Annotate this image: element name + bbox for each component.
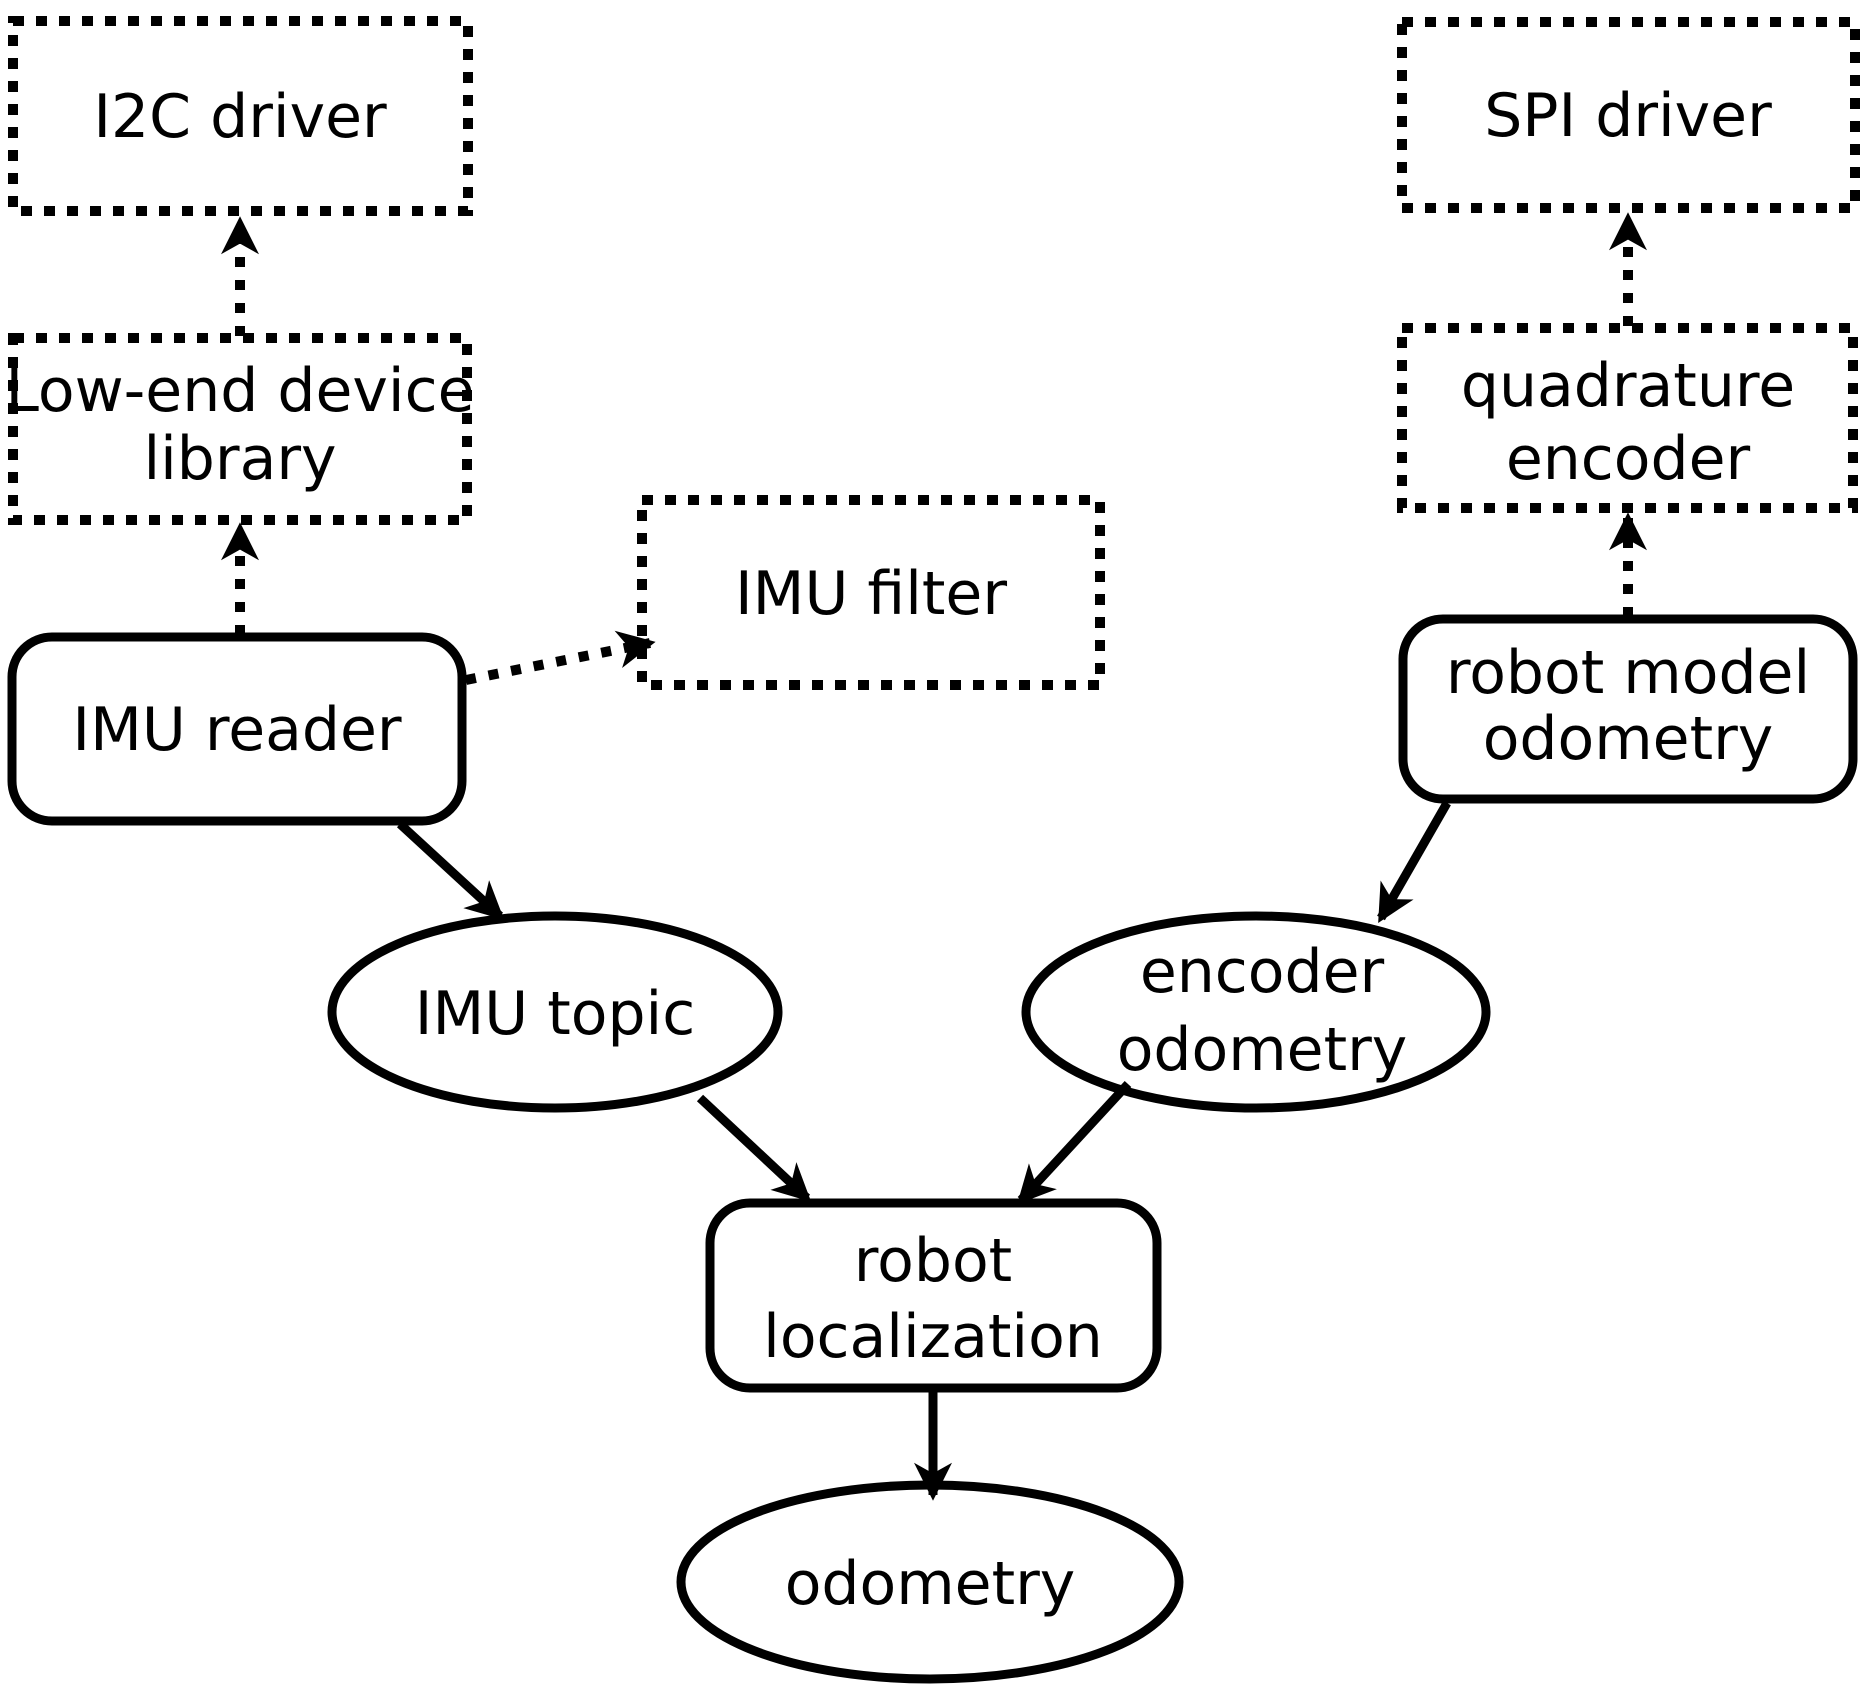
node-quadrature-encoder-label-line2: encoder — [1506, 424, 1751, 494]
node-robot-model-odometry-label-line2: odometry — [1483, 704, 1774, 774]
node-encoder-odometry-label-line1: encoder — [1140, 937, 1385, 1007]
node-odometry-label: odometry — [785, 1549, 1076, 1619]
node-low-end-device-library — [8, 333, 472, 525]
node-spi-driver-label: SPI driver — [1484, 81, 1772, 151]
node-robot-model-odometry-label-line1: robot model — [1446, 638, 1810, 708]
node-imu-filter-label: IMU filter — [735, 559, 1007, 629]
node-robot-localization — [705, 1198, 1162, 1393]
node-imu-reader — [7, 632, 467, 826]
edge-imu-reader-to-imu-topic — [396, 820, 505, 920]
node-imu-topic — [327, 911, 783, 1113]
node-low-end-device-library-label-line1: Low-end device — [6, 356, 475, 426]
edge-imu-topic-to-robot-localization — [696, 1094, 812, 1202]
edge-robot-model-to-encoder-odometry — [1377, 800, 1451, 923]
node-i2c-driver-label: I2C driver — [93, 82, 387, 152]
edge-imu-reader-to-imu-filter — [465, 630, 656, 685]
edge-encoder-odometry-to-robot-localization — [1017, 1080, 1132, 1205]
node-encoder-odometry-label-line2: odometry — [1117, 1015, 1408, 1085]
node-imu-topic-label: IMU topic — [415, 979, 695, 1049]
node-quadrature-encoder — [1397, 323, 1858, 513]
node-quadrature-encoder-label-line1: quadrature — [1461, 351, 1795, 421]
node-low-end-device-library-label-line2: library — [143, 424, 336, 494]
node-imu-reader-label: IMU reader — [72, 695, 401, 765]
node-encoder-odometry — [1021, 911, 1491, 1113]
node-robot-localization-label-line2: localization — [763, 1302, 1103, 1372]
node-robot-model-odometry — [1398, 614, 1858, 804]
node-robot-localization-label-line1: robot — [854, 1226, 1012, 1296]
